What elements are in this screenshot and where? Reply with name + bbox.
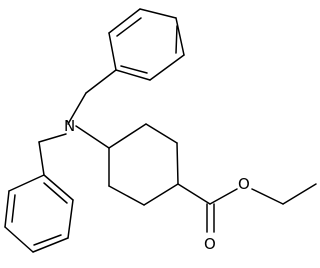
lower-ch2-ring-bond: [38, 141, 45, 176]
n-cyclohexane-bond: [75, 125, 110, 149]
lower-benzene-ring: [4, 174, 74, 253]
upper-ch2-ring-bond: [85, 69, 117, 94]
ether-oxygen-label: O: [238, 175, 250, 193]
upper-benzene-ring: [108, 8, 185, 81]
carbonyl-oxygen-label: O: [204, 235, 216, 253]
oxygen-ethyl-bond: [251, 188, 284, 205]
lower-n-ch2-bond: [38, 133, 67, 143]
upper-ch2-n-bond: [67, 92, 87, 125]
ring-carbonyl-bond: [177, 183, 211, 205]
ethyl-terminal-bond: [282, 183, 317, 205]
carbonyl-ether-oxygen-bond: [209, 188, 238, 205]
cyclohexane-ring: [108, 123, 179, 206]
nitrogen-atom-label: N: [64, 117, 75, 135]
